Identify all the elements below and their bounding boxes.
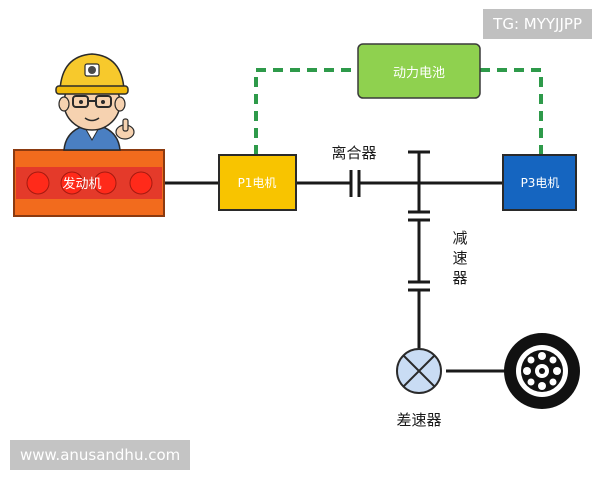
p3-motor-label: P3电机 <box>521 176 560 190</box>
engine-cylinder-2 <box>60 171 84 195</box>
reducer-gears <box>408 150 430 292</box>
hv-line-p3 <box>480 68 543 155</box>
shafts <box>164 152 512 373</box>
engine-cylinder-3 <box>93 171 117 195</box>
battery-box: 动力电池 <box>357 43 481 99</box>
p1-motor-rect <box>218 154 297 211</box>
p3-motor: P3电机 <box>502 154 577 211</box>
clutch-label: 离合器 <box>331 144 376 162</box>
reducer-label: 减速器 <box>452 229 467 287</box>
p3-motor-rect <box>502 154 577 211</box>
hv-connection <box>254 68 543 155</box>
watermark-top-right: TG: MYYJJPP <box>483 9 592 39</box>
p1-motor: P1电机 <box>218 154 297 211</box>
wheel-icon <box>504 333 580 409</box>
differential-cross-icon <box>396 348 442 394</box>
p1-motor-label: P1电机 <box>238 176 277 190</box>
engine-cylinder-4 <box>129 171 153 195</box>
engine-block: 发动机 <box>13 149 165 217</box>
battery-rect <box>357 43 481 99</box>
clutch-symbol <box>349 170 361 197</box>
engineer-helmet-icon <box>55 53 135 151</box>
engine-cylinder-1 <box>26 171 50 195</box>
battery-label: 动力电池 <box>393 66 445 81</box>
watermark-bottom-left: www.anusandhu.com <box>10 440 191 470</box>
differential-label: 差速器 <box>396 411 441 429</box>
reducer-label-vertical: 减速器 <box>452 229 467 287</box>
hv-line-p1 <box>254 68 358 155</box>
engine-label: 发动机 <box>62 176 101 192</box>
